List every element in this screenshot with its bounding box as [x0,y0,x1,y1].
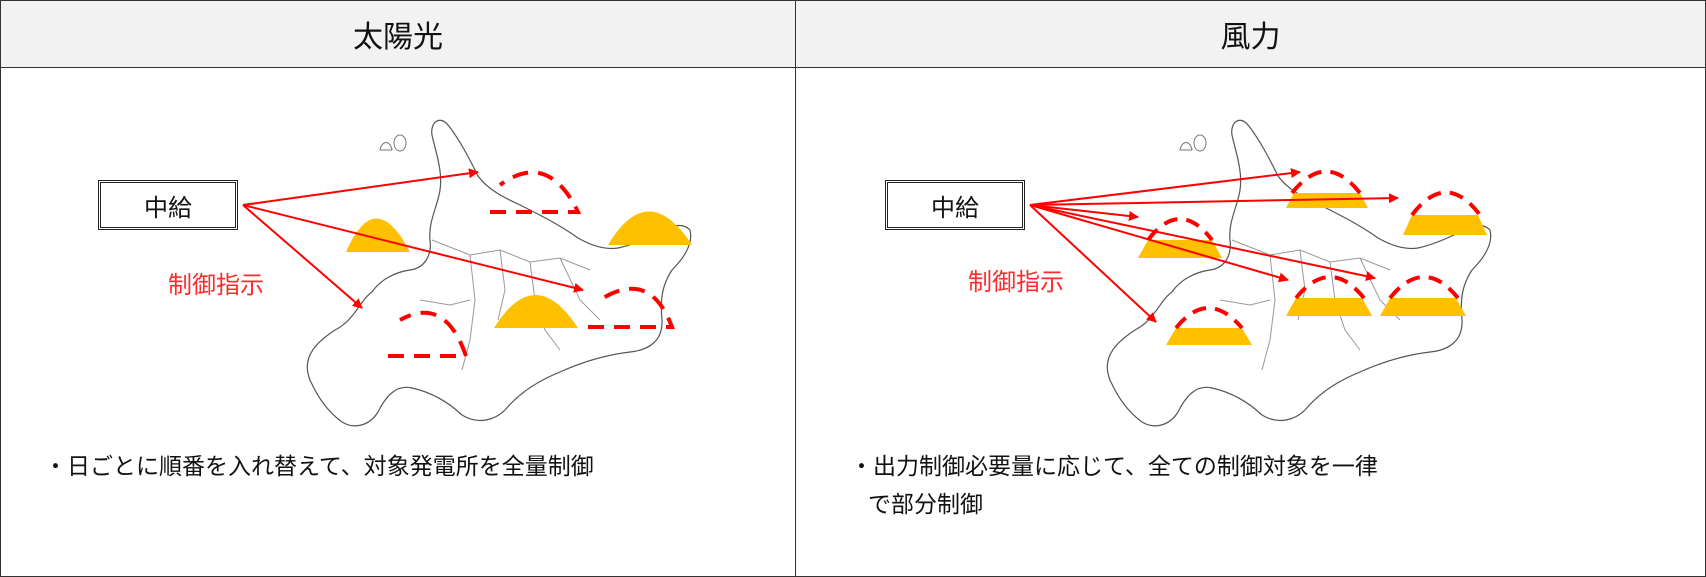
solar-dispatch-center-label: 中給 [144,193,192,222]
wind-description-line2: で部分制御 [868,492,983,518]
solar-plant-full [608,211,692,245]
solar-plant-stopped [388,310,469,358]
solar-header-title: 太陽光 [353,20,443,55]
wind-dispatch-center-box: 中給 [885,180,1025,230]
wind-header-title: 風力 [1220,20,1281,55]
wind-hokkaido-map [1106,119,1492,427]
solar-panel [0,67,796,577]
wind-control-instruction-label: 制御指示 [968,268,1064,296]
wind-control-arrow [1029,193,1399,206]
wind-plant-partial [1286,169,1368,208]
solar-plant-stopped [490,170,582,214]
solar-header: 太陽光 [0,0,796,68]
wind-control-arrow [1029,168,1301,206]
wind-description-line1: ・出力制御必要量に応じて、全ての制御対象を一律 [850,454,1378,480]
wind-plant-partial [1380,275,1466,316]
solar-hokkaido-map [306,119,692,427]
solar-plant-full [494,295,578,328]
solar-control-arrow [242,204,363,309]
wind-plant-partial [1403,190,1487,235]
solar-description: ・日ごとに順番を入れ替えて、対象発電所を全量制御 [44,454,594,480]
wind-plant-partial [1138,217,1222,258]
wind-control-arrow [1029,204,1157,323]
solar-dispatch-center-box: 中給 [98,180,238,230]
solar-control-arrow [242,204,584,293]
wind-control-arrow [1029,204,1289,283]
wind-dispatch-center-label: 中給 [931,193,979,222]
solar-plant-stopped [588,286,675,329]
solar-plant-full [346,218,410,252]
wind-plant-partial [1286,275,1372,316]
wind-plant-partial [1166,306,1252,345]
wind-control-arrow [1029,204,1376,282]
solar-control-instruction-label: 制御指示 [168,271,264,299]
wind-control-arrow [1029,204,1139,221]
solar-control-arrow [242,168,479,206]
